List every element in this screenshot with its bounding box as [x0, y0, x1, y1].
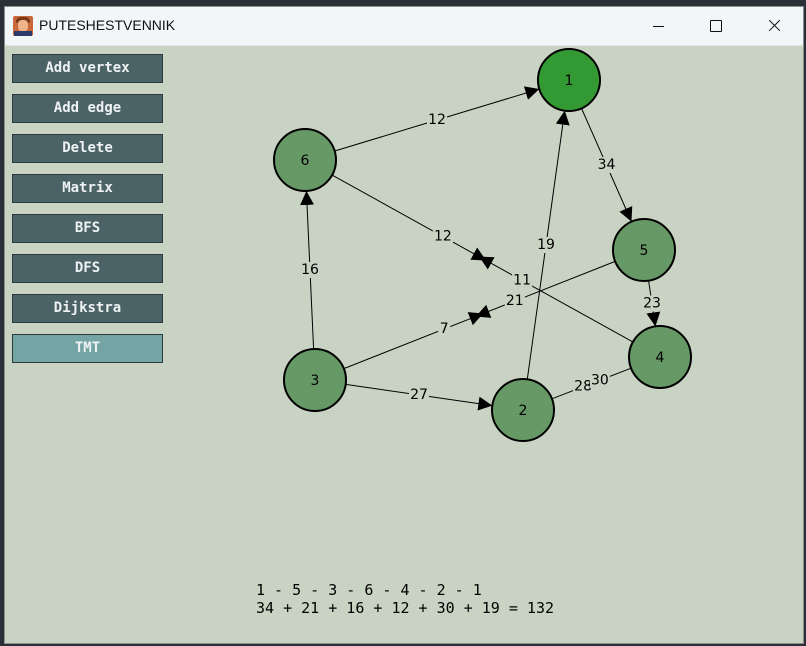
edge-3-5 — [343, 312, 484, 370]
edge-weight-5-3: 21 — [506, 293, 524, 309]
vertex-circle[interactable] — [283, 348, 347, 412]
vertex-circle[interactable] — [612, 218, 676, 282]
vertex-circle[interactable] — [628, 325, 692, 389]
edge-weight-background — [596, 157, 617, 173]
edge-weight-background — [438, 320, 451, 337]
result-path: 1 - 5 - 3 - 6 - 4 - 2 - 1 — [256, 581, 482, 599]
edge-weight-4-2: 30 — [591, 372, 609, 388]
result-sum: 34 + 21 + 16 + 12 + 30 + 19 = 132 — [256, 599, 555, 617]
edge-4-6 — [478, 256, 634, 343]
edge-6-4 — [331, 174, 487, 261]
title-bar[interactable]: PUTESHESTVENNIK — [5, 7, 803, 46]
vertex-label: 3 — [311, 373, 320, 389]
edge-weight-4-6: 11 — [513, 272, 531, 288]
matrix-button[interactable]: Matrix — [12, 174, 163, 203]
edge-weight-background — [432, 228, 453, 245]
tmt-button[interactable]: TMT — [12, 334, 163, 363]
vertex-6[interactable]: 6 — [273, 128, 337, 192]
window-title: PUTESHESTVENNIK — [39, 17, 176, 33]
edge-weight-3-5: 7 — [440, 321, 449, 337]
edge-weight-background — [427, 112, 447, 128]
minimize-button[interactable] — [635, 7, 681, 45]
edge-5-3 — [475, 260, 616, 318]
vertex-2[interactable]: 2 — [491, 378, 555, 442]
dfs-button[interactable]: DFS — [12, 254, 163, 283]
edge-weight-2-4: 28 — [574, 379, 592, 395]
vertex-label: 1 — [565, 73, 574, 89]
app-window: PUTESHESTVENNIK Add vertex Add edge Dele… — [4, 6, 804, 644]
edge-weight-background — [504, 293, 525, 310]
maximize-button[interactable] — [693, 7, 739, 45]
edge-weight-background — [536, 237, 556, 253]
vertex-circle[interactable] — [491, 378, 555, 442]
edge-weight-1-5: 34 — [598, 157, 616, 173]
edge-weight-background — [300, 262, 320, 278]
edge-weight-background — [409, 387, 429, 403]
bfs-button[interactable]: BFS — [12, 214, 163, 243]
vertex-circle[interactable] — [273, 128, 337, 192]
vertex-label: 4 — [656, 350, 665, 366]
edge-weight-3-6: 16 — [301, 262, 319, 278]
vertex-label: 6 — [301, 153, 310, 169]
dijkstra-button[interactable]: Dijkstra — [12, 294, 163, 323]
app-icon — [13, 16, 33, 36]
vertex-circle[interactable] — [537, 48, 601, 112]
minimize-icon — [652, 25, 664, 27]
vertex-label: 5 — [640, 243, 649, 259]
edge-weight-6-1: 12 — [428, 112, 446, 128]
maximize-icon — [710, 20, 722, 32]
edge-weight-background — [512, 272, 533, 289]
vertex-4[interactable]: 4 — [628, 325, 692, 389]
edge-weight-6-4: 12 — [434, 229, 452, 245]
add-edge-button[interactable]: Add edge — [12, 94, 163, 123]
edge-weight-2-1: 19 — [537, 237, 555, 253]
vertex-1[interactable]: 1 — [537, 48, 601, 112]
vertex-3[interactable]: 3 — [283, 348, 347, 412]
edge-weight-3-2: 27 — [410, 387, 428, 403]
delete-button[interactable]: Delete — [12, 134, 163, 163]
vertex-5[interactable]: 5 — [612, 218, 676, 282]
edge-weight-5-4: 23 — [643, 296, 661, 312]
edge-weight-background — [642, 295, 662, 312]
edge-weight-background — [589, 372, 610, 389]
add-vertex-button[interactable]: Add vertex — [12, 54, 163, 83]
vertex-label: 2 — [519, 403, 528, 419]
